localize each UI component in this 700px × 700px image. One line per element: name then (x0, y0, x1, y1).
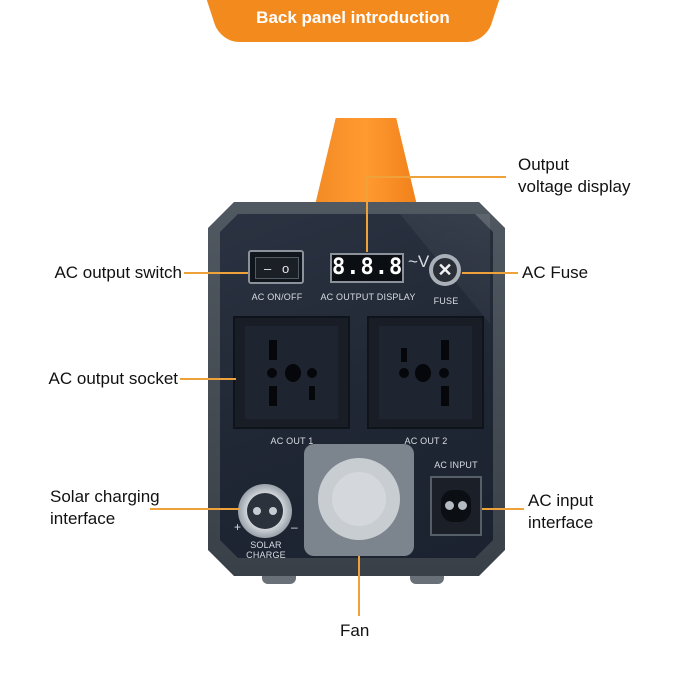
ac-fuse[interactable]: ✕ (429, 254, 461, 286)
ac-output-switch[interactable]: – o (248, 250, 304, 284)
solar-minus: – (291, 520, 298, 534)
ac-output-socket-2[interactable] (367, 316, 484, 429)
fan-hub (332, 472, 386, 526)
display-unit: ~V (408, 252, 430, 271)
socket2-label: AC OUT 2 (404, 436, 448, 446)
leader-solar (150, 508, 240, 510)
leader-switch (184, 272, 248, 274)
socket1-label: AC OUT 1 (270, 436, 314, 446)
label-ac-output-socket: AC output socket (48, 369, 178, 388)
leader-display-vertical (366, 176, 368, 252)
leader-fan (358, 556, 360, 616)
ac-input-port[interactable] (430, 476, 482, 536)
solar-charging-port[interactable] (238, 484, 292, 538)
label-solar-line2: interface (50, 509, 116, 528)
header-tab: Back panel introduction (235, 0, 471, 42)
page-title: Back panel introduction (256, 8, 450, 27)
solar-plus: + (234, 520, 242, 534)
leader-ac-input (482, 508, 524, 510)
device-foot-left (262, 576, 296, 584)
label-output-voltage-display-line1: Output (518, 155, 570, 174)
ac-input-inner (441, 490, 471, 522)
switch-off-mark: – (264, 261, 272, 276)
ac-output-socket-1[interactable] (233, 316, 350, 429)
socket-face (245, 326, 338, 419)
ac-input-label: AC INPUT (434, 460, 478, 470)
label-output-voltage-display-line2: voltage display (518, 177, 631, 196)
label-ac-input-line2: interface (528, 513, 594, 532)
voltage-display: 8.8.8 (330, 253, 404, 283)
leader-fuse (462, 272, 518, 274)
label-ac-output-switch: AC output switch (54, 263, 182, 282)
fuse-label: FUSE (433, 296, 459, 306)
fuse-cross-icon: ✕ (433, 258, 457, 282)
socket-face (379, 326, 472, 419)
label-solar-line1: Solar charging (50, 487, 160, 506)
solar-port-inner (247, 493, 283, 529)
solar-label: SOLAR CHARGE (246, 540, 286, 560)
switch-on-mark: o (282, 261, 290, 276)
label-fan: Fan (340, 621, 370, 640)
label-ac-input-line1: AC input (528, 491, 594, 510)
switch-label: AC ON/OFF (251, 292, 303, 302)
switch-rocker: – o (255, 257, 299, 279)
device-foot-right (410, 576, 444, 584)
leader-display-horizontal (366, 176, 506, 178)
leader-socket (180, 378, 236, 380)
label-ac-fuse: AC Fuse (522, 263, 589, 282)
display-label: AC OUTPUT DISPLAY (320, 292, 416, 302)
